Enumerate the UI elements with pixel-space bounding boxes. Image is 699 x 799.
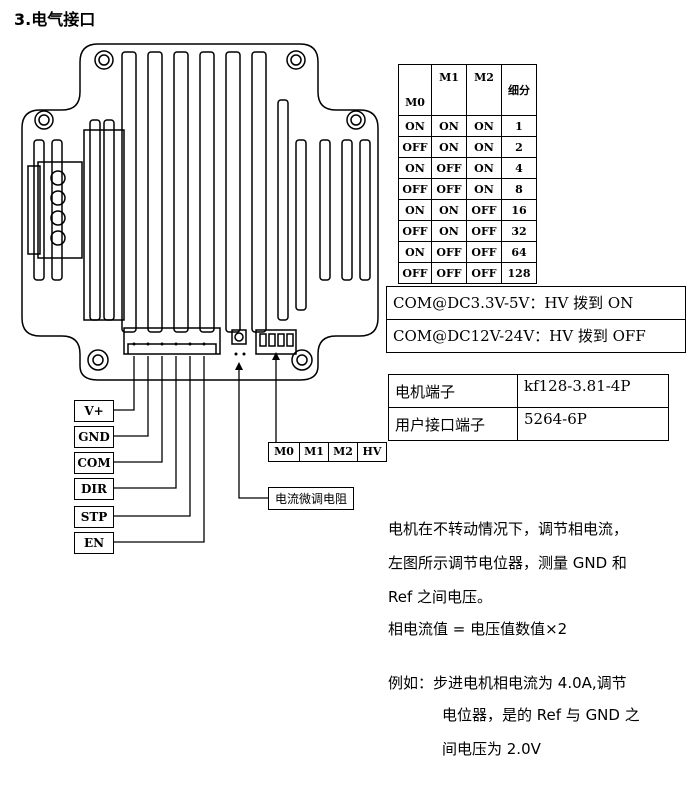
table-cell: OFF: [398, 178, 432, 200]
table-cell: OFF: [431, 178, 467, 200]
table-cell: ON: [431, 199, 467, 221]
dip-label-m0: M0: [268, 442, 300, 462]
table-cell: OFF: [466, 220, 502, 242]
desc-line-1: 电机在不转动情况下，调节相电流，: [388, 520, 629, 538]
header-m1: M1: [431, 64, 467, 116]
table-cell: ON: [431, 115, 467, 137]
pin-label-vplus: V+: [74, 400, 114, 422]
dip-label-hv: HV: [357, 442, 387, 462]
dip-label-m2: M2: [328, 442, 358, 462]
table-cell: OFF: [398, 136, 432, 158]
example-line-1: 例如：步进电机相电流为 4.0A,调节: [388, 674, 627, 692]
pot-label: 电流微调电阻: [268, 487, 355, 510]
example-line-2: 电位器，是的 Ref 与 GND 之: [442, 706, 640, 724]
pin-label-gnd: GND: [74, 426, 114, 448]
pin-label-com: COM: [74, 452, 114, 474]
table-cell: 1: [501, 115, 537, 137]
table-cell: ON: [431, 220, 467, 242]
pin-label-en: EN: [74, 532, 114, 554]
table-row: 用户接口端子 5264-6P: [388, 407, 669, 441]
table-cell: 8: [501, 178, 537, 200]
table-cell: OFF: [431, 262, 467, 284]
table-cell: OFF: [466, 241, 502, 263]
table-header-row: M0 M1 M2 细分: [398, 64, 537, 116]
driver-diagram: [21, 43, 379, 543]
table-cell: ON: [466, 136, 502, 158]
dip-label-m1: M1: [299, 442, 329, 462]
table-cell: OFF: [398, 220, 432, 242]
table-cell: ON: [466, 157, 502, 179]
table-cell: ON: [466, 115, 502, 137]
desc-line-3: Ref 之间电压。: [388, 588, 493, 606]
table-cell: OFF: [466, 262, 502, 284]
header-m2: M2: [466, 64, 502, 116]
table-cell: OFF: [431, 157, 467, 179]
table-cell: 128: [501, 262, 537, 284]
hv-note-box: COM@DC3.3V-5V：HV 拨到 ON COM@DC12V-24V：HV …: [386, 286, 686, 353]
table-cell: OFF: [466, 199, 502, 221]
section-title: 3.电气接口: [14, 10, 96, 29]
header-m0: M0: [398, 64, 432, 116]
dip-switch-labels: M0 M1 M2 HV: [268, 442, 387, 462]
table-cell: 16: [501, 199, 537, 221]
desc-line-2: 左图所示调节电位器，测量 GND 和: [388, 554, 627, 572]
hv-note-high: COM@DC12V-24V：HV 拨到 OFF: [393, 327, 646, 345]
port-value-user: 5264-6P: [517, 407, 669, 441]
port-table: 电机端子 kf128-3.81-4P 用户接口端子 5264-6P: [388, 374, 669, 441]
pin-label-dir: DIR: [74, 478, 114, 500]
port-label-motor: 电机端子: [388, 374, 518, 408]
example-line-3: 间电压为 2.0V: [442, 740, 541, 758]
table-cell: 4: [501, 157, 537, 179]
port-value-motor: kf128-3.81-4P: [517, 374, 669, 408]
pin-label-stp: STP: [74, 506, 114, 528]
hv-note-low: COM@DC3.3V-5V：HV 拨到 ON: [387, 287, 685, 320]
table-cell: ON: [398, 115, 432, 137]
table-cell: ON: [466, 178, 502, 200]
table-cell: ON: [398, 199, 432, 221]
table-cell: ON: [398, 157, 432, 179]
table-cell: OFF: [398, 262, 432, 284]
table-cell: 32: [501, 220, 537, 242]
header-microstep: 细分: [501, 64, 537, 116]
table-cell: ON: [398, 241, 432, 263]
table-row: 电机端子 kf128-3.81-4P: [388, 374, 669, 408]
table-cell: ON: [431, 136, 467, 158]
port-label-user: 用户接口端子: [388, 407, 518, 441]
formula-line: 相电流值 = 电压值数值×2: [388, 620, 568, 638]
table-cell: 64: [501, 241, 537, 263]
table-cell: 2: [501, 136, 537, 158]
table-cell: OFF: [431, 241, 467, 263]
